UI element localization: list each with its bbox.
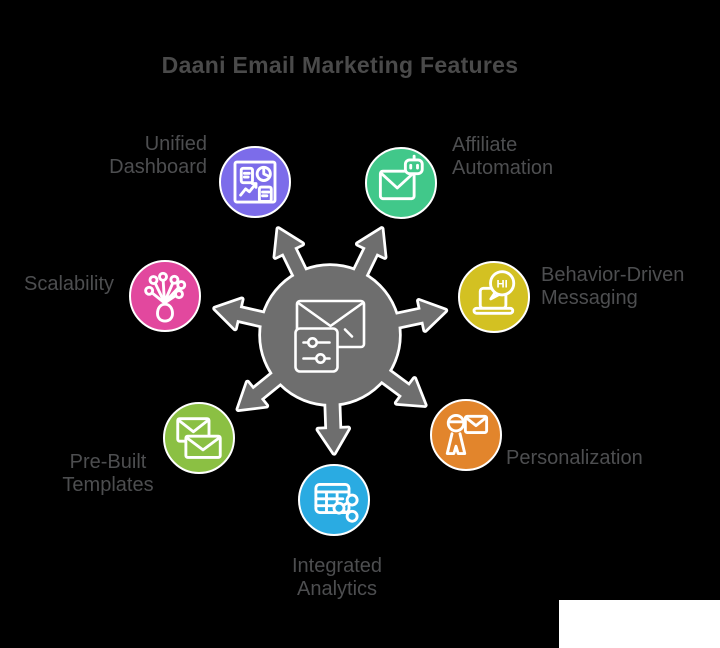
feature-node-integrated-analytics [297, 463, 370, 536]
label-scalability: Scalability [24, 273, 115, 295]
label-affiliate-automation: Affiliate Automation [452, 134, 554, 179]
feature-node-personalization [429, 398, 502, 471]
corner-rectangle [559, 600, 720, 648]
arrow-to-integrated-analytics [318, 388, 349, 453]
stacked-envelopes-icon [175, 416, 222, 459]
table-share-icon [313, 482, 359, 523]
feature-node-pre-built-templates [162, 401, 235, 474]
feature-node-affiliate-automation [364, 146, 437, 219]
label-behavior-driven-messaging: Behavior-Driven Messaging [541, 264, 685, 309]
feature-node-behavior-driven-messaging: HI [457, 260, 530, 333]
laptop-chat-icon: HI [472, 269, 515, 315]
label-pre-built-templates: Pre-Built Templates [62, 451, 154, 496]
dashboard-icon [233, 160, 276, 203]
label-unified-dashboard: Unified Dashboard [109, 133, 207, 178]
bubble-text: HI [496, 278, 507, 290]
mail-settings-icon [294, 299, 366, 373]
growth-tree-icon [143, 271, 186, 322]
feature-node-unified-dashboard [218, 145, 291, 218]
feature-node-scalability [128, 259, 201, 332]
page-title: Daani Email Marketing Features [161, 52, 519, 78]
mail-robot-icon [378, 154, 424, 200]
person-mail-icon [445, 413, 488, 455]
label-personalization: Personalization [506, 447, 643, 469]
label-integrated-analytics: Integrated Analytics [291, 555, 383, 600]
